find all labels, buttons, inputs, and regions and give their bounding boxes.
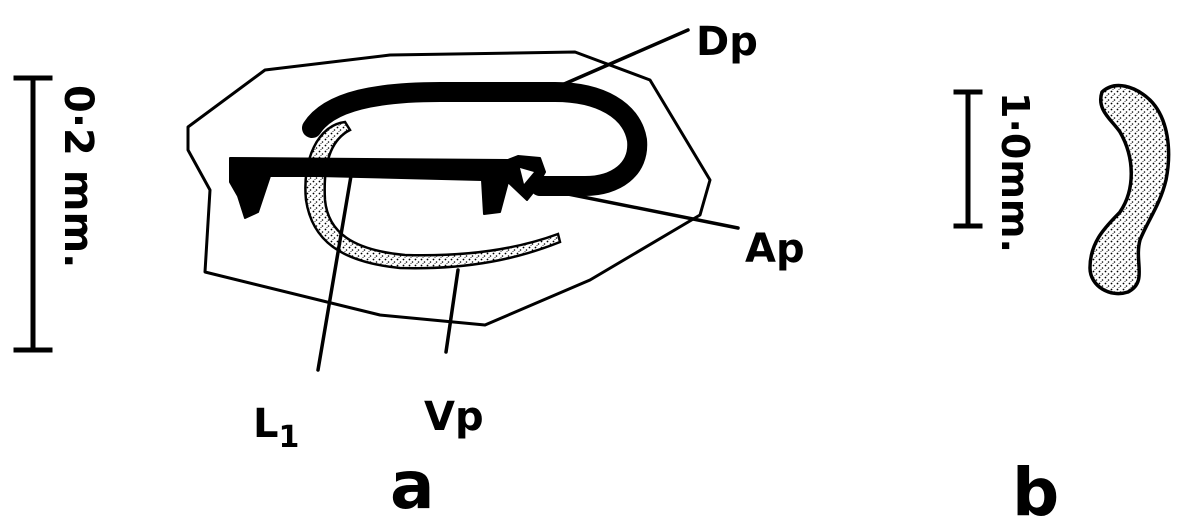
label-ap: Ap — [745, 226, 805, 272]
scale-bar-a-label: 0·2 mm. — [55, 85, 101, 268]
anterior-bar — [230, 156, 545, 218]
scale-bar-b — [956, 92, 980, 226]
panel-label-b: b — [1012, 454, 1059, 529]
specimen-b — [1090, 86, 1169, 294]
label-l1-subscript: 1 — [279, 420, 300, 455]
scale-bar-a — [16, 78, 50, 350]
leader-vp — [446, 270, 458, 352]
label-dp: Dp — [696, 19, 758, 65]
label-l1-main: L — [253, 401, 279, 447]
leader-ap — [538, 188, 738, 228]
leader-dp — [555, 30, 688, 88]
panel-label-a: a — [390, 447, 435, 524]
label-l1: L1 — [253, 401, 299, 455]
scale-bar-b-label: 1·0mm. — [993, 92, 1037, 253]
label-vp: Vp — [424, 394, 484, 440]
